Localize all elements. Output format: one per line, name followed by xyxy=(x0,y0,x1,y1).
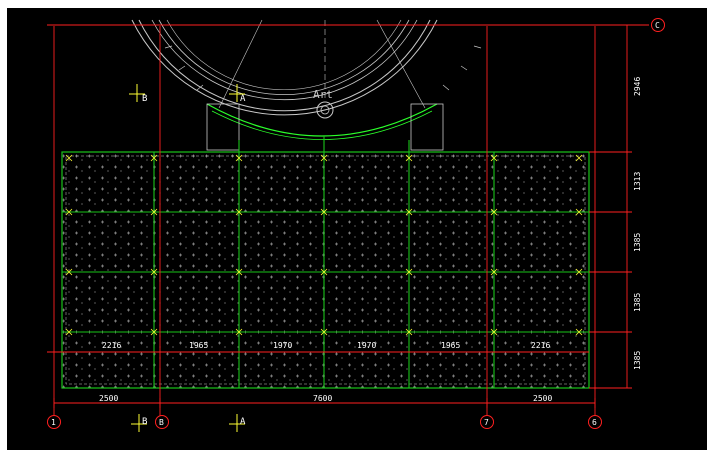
slab-inner-edge xyxy=(65,155,586,385)
section-mark-a-top: A xyxy=(229,84,246,104)
right-dim-label: 1313 xyxy=(633,172,642,191)
intersection-mark xyxy=(150,268,158,276)
section-mark-label: B xyxy=(142,94,147,104)
right-dim-label: 1385 xyxy=(633,233,642,252)
panel-dim-label: 2216 xyxy=(531,341,550,350)
intersection-mark xyxy=(575,208,583,216)
intersection-mark xyxy=(405,268,413,276)
bottom-dim-label: 7600 xyxy=(313,394,332,403)
drawing-svg: Art xyxy=(47,18,665,432)
axis-bubble-label: C xyxy=(655,21,660,30)
axis-bubble-label: 1 xyxy=(51,418,56,427)
axis-bubble-1[interactable]: 1 xyxy=(47,415,61,429)
axis-bubble-7[interactable]: 7 xyxy=(480,415,494,429)
intersection-mark xyxy=(575,154,583,162)
tank-outline xyxy=(131,19,482,151)
axis-bubble-b[interactable]: B xyxy=(155,415,169,429)
intersection-mark xyxy=(235,268,243,276)
axis-grid-lines xyxy=(47,24,649,416)
intersection-mark xyxy=(490,268,498,276)
section-mark-b-bottom: B xyxy=(131,414,147,432)
beam-grid xyxy=(62,136,589,388)
intersection-mark xyxy=(575,328,583,336)
axis-bubble-label: 7 xyxy=(484,418,489,427)
intersection-mark xyxy=(320,208,328,216)
panel-dim-label: 1965 xyxy=(189,341,208,350)
intersection-mark xyxy=(150,328,158,336)
section-mark-label: A xyxy=(240,417,246,427)
intersection-mark xyxy=(150,208,158,216)
intersection-mark xyxy=(65,208,73,216)
right-dim-label: 1385 xyxy=(633,351,642,370)
axis-bubble-label: B xyxy=(159,418,164,427)
intersection-marks xyxy=(65,154,583,336)
intersection-mark xyxy=(405,154,413,162)
section-mark-label: A xyxy=(240,94,246,104)
drawing-canvas[interactable]: Art xyxy=(7,8,707,450)
intersection-mark xyxy=(490,154,498,162)
tank-label: Art xyxy=(313,88,333,101)
intersection-mark xyxy=(405,208,413,216)
intersection-mark xyxy=(65,328,73,336)
intersection-mark xyxy=(320,328,328,336)
intersection-mark xyxy=(490,328,498,336)
panel-dim-label: 1970 xyxy=(273,341,292,350)
intersection-mark xyxy=(575,268,583,276)
intersection-mark xyxy=(150,154,158,162)
panel-dim-label: 1965 xyxy=(441,341,460,350)
intersection-mark xyxy=(65,154,73,162)
panel-dim-label: 1970 xyxy=(357,341,376,350)
intersection-mark xyxy=(235,154,243,162)
bottom-dim-label: 2500 xyxy=(533,394,552,403)
bottom-dim-label: 2500 xyxy=(99,394,118,403)
intersection-mark xyxy=(235,328,243,336)
section-mark-label: B xyxy=(142,417,147,427)
right-dim-label: 2946 xyxy=(633,77,642,96)
section-mark-a-bottom: A xyxy=(229,414,246,432)
intersection-mark xyxy=(490,208,498,216)
intersection-mark xyxy=(320,154,328,162)
section-mark-b-top: B xyxy=(129,84,147,104)
axis-bubble-c[interactable]: C xyxy=(651,18,665,32)
intersection-mark xyxy=(65,268,73,276)
intersection-mark xyxy=(405,328,413,336)
right-dim-label: 1385 xyxy=(633,293,642,312)
axis-bubble-6[interactable]: 6 xyxy=(588,415,602,429)
panel-dim-label: 2216 xyxy=(102,341,121,350)
intersection-mark xyxy=(320,268,328,276)
intersection-mark xyxy=(235,208,243,216)
slab-outline xyxy=(61,151,590,389)
axis-bubble-label: 6 xyxy=(592,418,597,427)
